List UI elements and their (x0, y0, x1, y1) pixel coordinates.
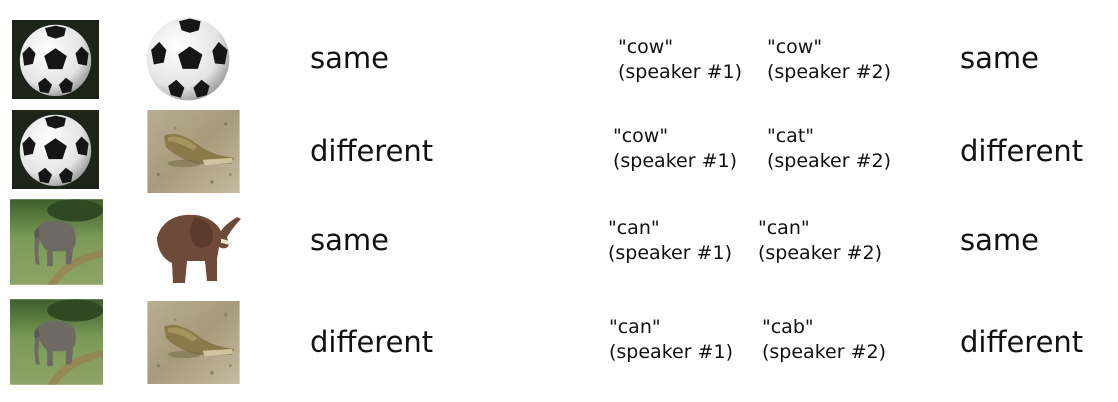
crocodile-photo (147, 301, 240, 384)
soccer-ball-image (143, 14, 233, 104)
crocodile-photo (147, 110, 240, 193)
audio-label: same (960, 223, 1039, 257)
audio-label: same (960, 41, 1039, 75)
visual-label: different (310, 134, 434, 168)
audio-word: "can"(speaker #2) (758, 217, 882, 264)
audio-label: different (960, 325, 1084, 359)
elephant-photo (10, 299, 103, 385)
elephant-photo (10, 199, 103, 285)
soccer-ball-photo (12, 110, 99, 189)
audio-word: "cow"(speaker #2) (767, 36, 891, 83)
audio-word: "can"(speaker #1) (609, 316, 733, 363)
visual-label: different (310, 325, 434, 359)
audio-word: "cow"(speaker #1) (618, 36, 742, 83)
visual-label: same (310, 41, 389, 75)
audio-word: "cow"(speaker #1) (613, 125, 737, 172)
audio-label: different (960, 134, 1084, 168)
elephant-image (147, 203, 247, 287)
audio-word: "cab"(speaker #2) (762, 316, 886, 363)
soccer-ball-photo (12, 20, 99, 99)
visual-label: same (310, 223, 389, 257)
audio-word: "cat"(speaker #2) (767, 125, 891, 172)
audio-word: "can"(speaker #1) (608, 217, 732, 264)
